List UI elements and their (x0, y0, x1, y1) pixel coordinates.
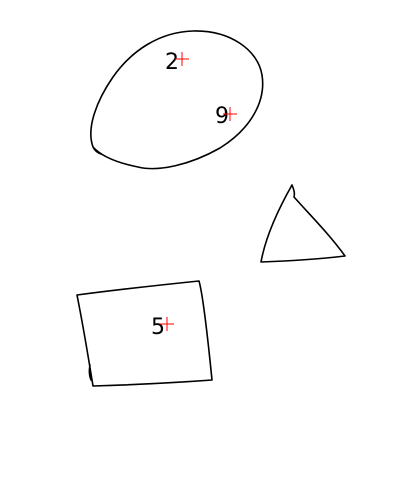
ellipse-shape (90, 30, 264, 170)
label-2-group: 2 (165, 50, 189, 75)
label-5-group: 5 (151, 315, 174, 340)
label-9: 9 (215, 104, 229, 129)
triangle-shape (260, 184, 346, 263)
rectangle-shape (76, 280, 213, 387)
label-2: 2 (165, 50, 179, 75)
label-5: 5 (151, 315, 165, 340)
label-9-group: 9 (215, 104, 237, 129)
